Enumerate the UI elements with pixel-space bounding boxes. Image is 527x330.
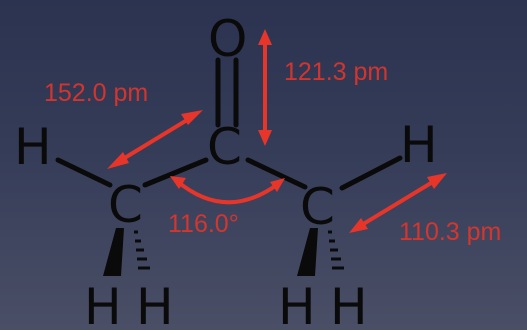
h-left-upper-atom: H <box>14 118 52 176</box>
cc-bond-right <box>245 157 308 190</box>
h-right-wedge-atom: H <box>278 278 316 330</box>
ch-length-label: 110.3 pm <box>399 218 501 246</box>
bonds <box>55 57 403 276</box>
wedge-bond-right <box>297 228 318 276</box>
right-methyl-carbon-atom: C <box>300 178 335 236</box>
co-length-arrow <box>258 29 272 146</box>
ch-bond-right-upper <box>339 155 403 191</box>
h-left-wedge-atom: H <box>84 278 122 330</box>
ccc-angle-arc <box>170 176 285 205</box>
cc-bond-left <box>142 157 209 188</box>
hashed-bond-right <box>328 230 344 270</box>
hashed-bond-left <box>134 230 150 270</box>
oxygen-atom: O <box>208 10 247 68</box>
ch-bond-left-upper <box>55 157 113 188</box>
carbonyl-carbon-atom: C <box>207 118 242 176</box>
cc-length-arrow <box>107 110 203 169</box>
co-length-label: 121.3 pm <box>284 58 388 86</box>
cc-length-label: 152.0 pm <box>44 79 148 107</box>
ccc-angle-label: 116.0° <box>168 210 239 238</box>
h-right-hash-atom: H <box>330 278 368 330</box>
measurement-labels: 152.0 pm 121.3 pm 116.0° 110.3 pm <box>44 58 501 246</box>
left-methyl-carbon-atom: C <box>108 176 143 234</box>
wedge-bond-left <box>103 228 124 276</box>
h-left-hash-atom: H <box>136 278 174 330</box>
ch-length-arrow <box>349 173 447 233</box>
measurement-arrows <box>107 29 447 233</box>
atom-labels: O C C C H H H H H H <box>14 10 438 330</box>
h-right-upper-atom: H <box>400 116 438 174</box>
